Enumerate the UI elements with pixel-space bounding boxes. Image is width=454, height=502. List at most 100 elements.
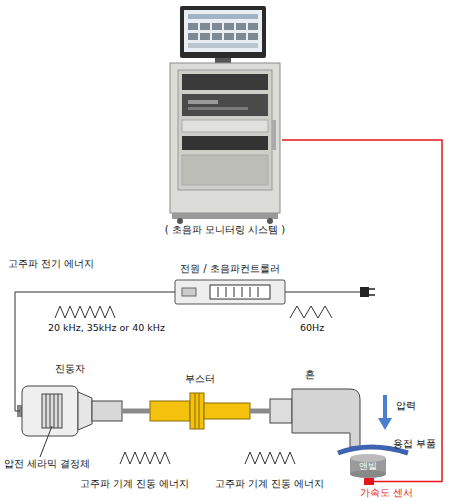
monitor-part xyxy=(224,33,234,40)
monitor-part xyxy=(188,43,258,48)
accel-sensor xyxy=(364,478,374,485)
coupling-stud xyxy=(250,409,270,414)
booster xyxy=(150,393,250,429)
coupling-stud xyxy=(122,409,150,414)
monitor-part xyxy=(200,23,210,30)
monitor-part xyxy=(224,23,234,30)
transducer-part xyxy=(22,386,78,436)
monitor-part xyxy=(215,58,231,63)
cabinet-part xyxy=(272,120,276,150)
monitor-part xyxy=(248,23,258,30)
horn-part xyxy=(292,389,360,447)
cabinet-part xyxy=(182,74,268,90)
monitor-part xyxy=(188,23,198,30)
booster-part xyxy=(190,393,204,429)
power-cord-part xyxy=(369,294,375,296)
node-label: 전원 / 초음파컨트롤러 xyxy=(170,263,290,275)
power-wire xyxy=(15,292,175,411)
node-label: 가속도 센서 xyxy=(360,487,440,499)
power-cord xyxy=(285,287,375,297)
cabinet-part xyxy=(182,136,268,150)
waveform-part xyxy=(245,452,295,464)
accel-sensor-part xyxy=(364,478,374,485)
horn-box: 혼 xyxy=(270,386,362,436)
anvil-box: 앤빌 xyxy=(350,456,386,476)
node-label: 부스터 xyxy=(150,373,250,385)
power-cord-part xyxy=(369,288,375,290)
power-controller-part xyxy=(175,280,285,304)
monitor-part xyxy=(188,33,198,40)
power-controller-part xyxy=(234,287,235,297)
transducer-part xyxy=(58,394,59,428)
monitor-part xyxy=(188,14,258,19)
node-label: 혼 xyxy=(270,369,350,381)
booster-part xyxy=(150,401,190,421)
node-label: 진동자 xyxy=(30,363,110,375)
annotation-label: 용접 부품 xyxy=(393,438,436,450)
controller-box: 전원 / 초음파컨트롤러 xyxy=(175,280,285,304)
cabinet-part xyxy=(182,94,268,116)
waveform-part xyxy=(55,306,115,318)
horn xyxy=(270,389,360,447)
transducer-part xyxy=(42,394,62,428)
cabinet xyxy=(170,63,280,224)
cabinet-part xyxy=(188,100,218,104)
cabinet-part xyxy=(177,218,183,224)
annotation-label: 압력 xyxy=(396,400,416,412)
power-controller-part xyxy=(258,287,259,297)
power-cord-part xyxy=(360,287,369,297)
cabinet-part xyxy=(267,218,273,224)
pressure-arrow-part xyxy=(383,395,387,419)
pressure-arrow xyxy=(378,395,392,430)
power-controller-part xyxy=(210,285,270,299)
cabinet-part xyxy=(172,213,278,219)
cabinet-part xyxy=(182,120,268,132)
monitor-part xyxy=(184,10,262,52)
booster-part xyxy=(195,393,196,429)
monitor-part xyxy=(236,33,246,40)
node-label: ( 초음파 모니터링 시스템 ) xyxy=(148,224,302,236)
cabinet-part xyxy=(188,107,248,110)
power-controller xyxy=(175,280,285,304)
annotation-label: 20 kHz, 35kHz or 40 kHz xyxy=(48,322,165,334)
anvil-part xyxy=(350,470,386,478)
monitor-part xyxy=(200,33,210,40)
transducer-part xyxy=(54,394,55,428)
annotation-label: 압전 세라믹 결정체 xyxy=(4,458,90,470)
power-controller-part xyxy=(226,287,227,297)
cabinet-part xyxy=(170,63,280,213)
horn-part xyxy=(270,399,292,423)
leader-line-part xyxy=(40,426,52,457)
annotation-label: 고주파 기계 진동 에너지 xyxy=(215,478,324,490)
anvil xyxy=(350,454,386,478)
monitor-part xyxy=(236,23,246,30)
anvil-part xyxy=(350,454,386,462)
pressure-arrow-part xyxy=(378,418,392,430)
monitoring-cabinet: ( 초음파 모니터링 시스템 ) xyxy=(168,5,282,235)
monitor xyxy=(180,6,266,63)
power-controller-part xyxy=(218,287,219,297)
transducer xyxy=(17,386,122,436)
transducer-part xyxy=(46,394,47,428)
annotation-label: 고주파 전기 에너지 xyxy=(8,258,94,270)
power-controller-part xyxy=(250,287,251,297)
sensor-box: 가속도 센서 xyxy=(364,478,374,485)
booster-box: 부스터 xyxy=(150,392,250,430)
power-controller-part xyxy=(182,288,196,296)
sensor-cable xyxy=(282,140,442,482)
power-controller-part xyxy=(242,287,243,297)
transducer-part xyxy=(78,392,92,430)
power-cord-part xyxy=(285,292,360,293)
transducer-part xyxy=(50,394,51,428)
transducer-box: 진동자 xyxy=(20,380,122,442)
monitor-part xyxy=(212,33,222,40)
annotation-label: 고주파 기계 진동 에너지 xyxy=(80,478,189,490)
transducer-part xyxy=(92,401,122,421)
node-label: 앤빌 xyxy=(350,460,386,472)
monitor-part xyxy=(180,6,266,58)
cabinet-part xyxy=(182,155,268,185)
monitor-part xyxy=(248,33,258,40)
